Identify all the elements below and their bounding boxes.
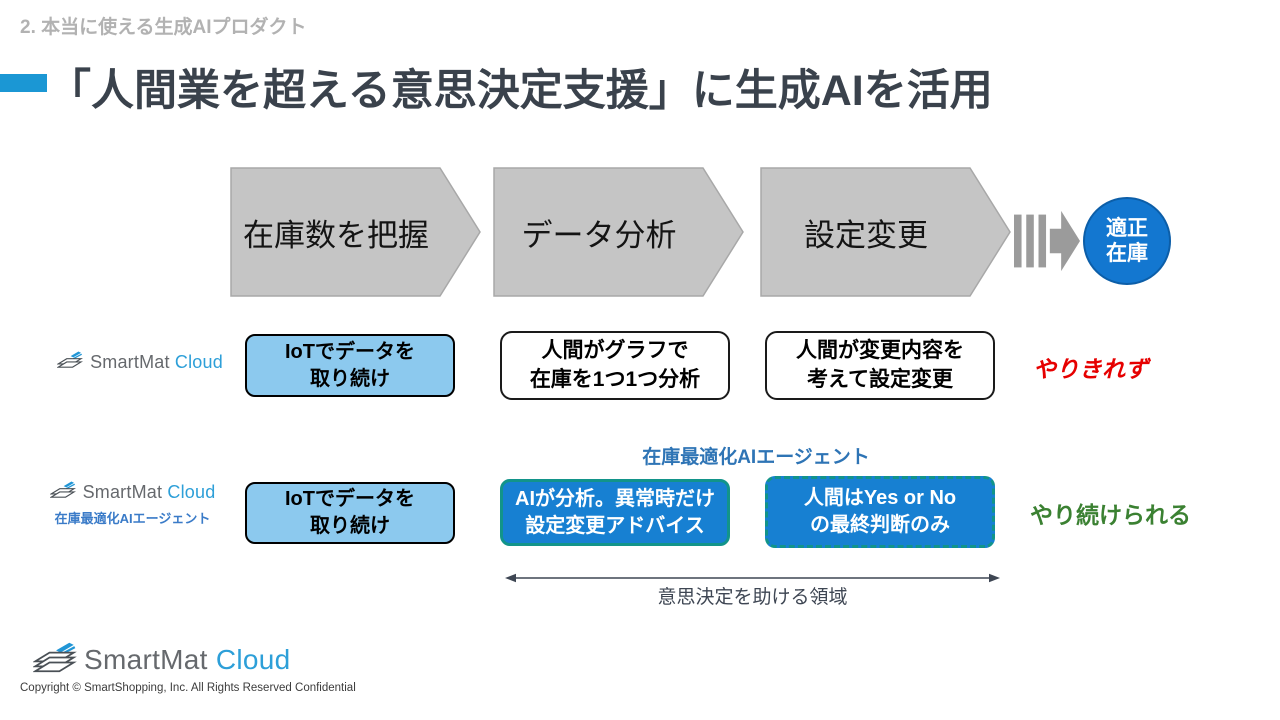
logo-name: SmartMat bbox=[90, 352, 170, 372]
logo-wordmark: SmartMat Cloud bbox=[90, 352, 223, 373]
box-line: AIが分析。異常時だけ bbox=[515, 487, 715, 510]
smartmat-mat-icon bbox=[32, 640, 77, 679]
goal-line1: 適正 bbox=[1106, 216, 1148, 240]
logo-name: SmartMat bbox=[82, 482, 163, 502]
box-line: の最終判断のみ bbox=[810, 514, 950, 536]
striped-arrow-icon bbox=[1014, 203, 1080, 284]
box-line: 取り続け bbox=[310, 515, 390, 537]
box-line: 人間が変更内容を bbox=[796, 339, 964, 363]
logo-caption: 在庫最適化AIエージェント bbox=[54, 511, 211, 526]
process-step-3: 設定変更 bbox=[760, 167, 1012, 297]
process-step-label: 在庫数を把握 bbox=[243, 217, 429, 253]
agent-box-human-decision: 人間はYes or No の最終判断のみ bbox=[765, 476, 995, 548]
logo-wordmark: SmartMat Cloud bbox=[84, 644, 291, 676]
box-line: 考えて設定変更 bbox=[807, 367, 953, 391]
process-step-1: 在庫数を把握 bbox=[230, 167, 482, 297]
box-line: 取り続け bbox=[310, 367, 390, 390]
chevron-shape bbox=[230, 167, 481, 297]
agent-section-label: 在庫最適化AIエージェント bbox=[642, 447, 870, 468]
logo-suffix: Cloud bbox=[174, 352, 223, 372]
logo-suffix: Cloud bbox=[167, 482, 216, 502]
logo-suffix: Cloud bbox=[215, 643, 291, 675]
smartmat-cloud-logo-footer: SmartMat Cloud bbox=[32, 640, 291, 679]
goal-line2: 在庫 bbox=[1106, 242, 1148, 265]
box-line: 設定変更アドバイス bbox=[525, 514, 705, 537]
agent-annotation: やり続けられる bbox=[1030, 502, 1191, 528]
range-label: 意思決定を助ける領域 bbox=[657, 587, 848, 608]
chevron-shape bbox=[760, 167, 1011, 297]
box-line: IoTでデータを bbox=[285, 340, 415, 363]
logo-name: SmartMat bbox=[84, 643, 208, 675]
process-step-2: データ分析 bbox=[493, 167, 745, 297]
goal-circle: 適正 在庫 bbox=[1083, 197, 1171, 285]
logo-wordmark: SmartMat Cloud bbox=[83, 482, 216, 503]
process-step-label: 設定変更 bbox=[804, 217, 928, 253]
smartmat-cloud-logo-row2: SmartMat Cloud 在庫最適化AIエージェント bbox=[40, 480, 225, 527]
page-title: 「人間業を超える意思決定支援」に生成AIを活用 bbox=[48, 67, 993, 115]
smartmat-mat-icon bbox=[48, 480, 76, 505]
manual-box-iot: IoTでデータを 取り続け bbox=[245, 334, 455, 397]
smartmat-cloud-logo-row1: SmartMat Cloud bbox=[55, 350, 225, 375]
section-kicker: 2. 本当に使える生成AIプロダクト bbox=[20, 17, 307, 38]
copyright-text: Copyright © SmartShopping, Inc. All Righ… bbox=[20, 682, 356, 694]
range-double-arrow bbox=[505, 571, 1000, 589]
manual-annotation: やりきれず bbox=[1033, 356, 1148, 382]
title-accent-dash bbox=[0, 74, 47, 92]
smartmat-mat-icon bbox=[56, 350, 84, 375]
manual-box-analysis: 人間がグラフで 在庫を1つ1つ分析 bbox=[500, 331, 730, 400]
agent-box-ai-analysis: AIが分析。異常時だけ 設定変更アドバイス bbox=[500, 479, 730, 546]
box-line: IoTでデータを bbox=[285, 488, 415, 510]
manual-box-settings: 人間が変更内容を 考えて設定変更 bbox=[765, 331, 995, 400]
chevron-shape bbox=[493, 167, 744, 297]
box-line: 人間がグラフで bbox=[541, 339, 689, 363]
process-step-label: データ分析 bbox=[521, 217, 677, 253]
box-line: 在庫を1つ1つ分析 bbox=[529, 367, 701, 391]
agent-box-iot: IoTでデータを 取り続け bbox=[245, 482, 455, 544]
box-line: 人間はYes or No bbox=[803, 487, 957, 509]
